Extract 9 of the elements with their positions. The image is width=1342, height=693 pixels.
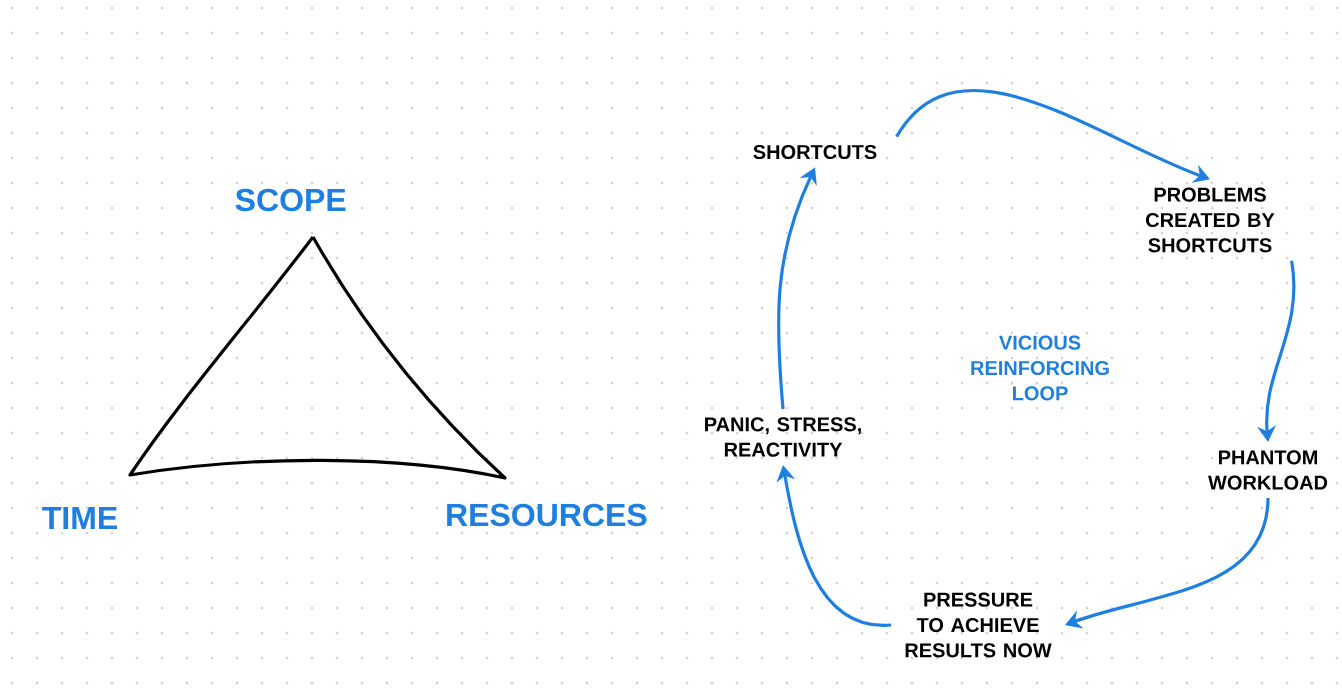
- label: VICIOUS REINFORCING LOOP: [971, 335, 1109, 401]
- loop-step: PHANTOM WORKLOAD: [1208, 450, 1328, 490]
- label: SCOPE: [235, 188, 346, 212]
- loop-step: PRESSURE TO ACHIEVE RESULTS NOW: [905, 592, 1052, 658]
- label: TIME: [42, 507, 117, 529]
- loop-step: PANIC, STRESS, REACTIVITY: [705, 417, 861, 457]
- label: RESOURCES: [447, 503, 647, 527]
- loop-step: SHORTCUTS: [753, 144, 877, 160]
- loop-step: PROBLEMS CREATED BY SHORTCUTS: [1146, 187, 1275, 253]
